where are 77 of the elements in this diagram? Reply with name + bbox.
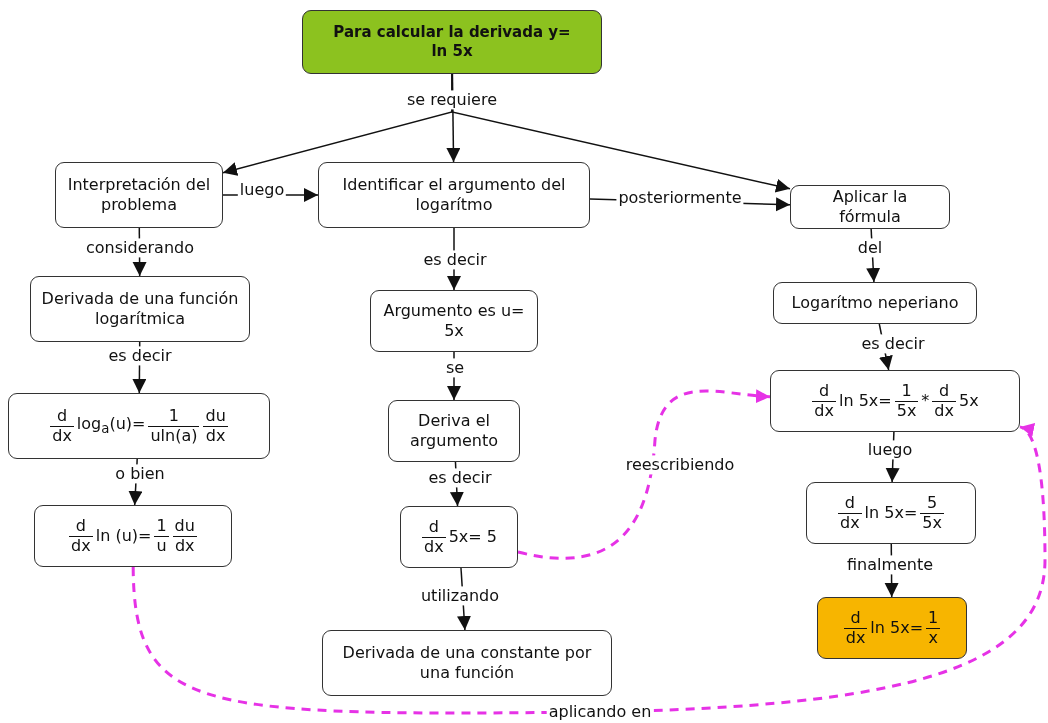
fraction-numerator: d: [50, 407, 74, 427]
fraction-numerator: d: [843, 609, 868, 629]
edge-label: es decir: [426, 468, 494, 488]
concept-box: [30, 276, 250, 342]
fraction-denominator: dx: [173, 536, 196, 555]
fraction-denominator: dx: [844, 628, 867, 647]
formula-text: ln 5x=: [870, 618, 924, 638]
formula-text: ln 5x=: [838, 391, 892, 411]
formula-text: *: [921, 391, 930, 411]
fraction-denominator: dx: [813, 401, 835, 420]
formula-box: [400, 506, 518, 568]
concept-text: Identificar el argumento del logarítmo: [341, 175, 567, 215]
edge-label: o bien: [113, 464, 167, 484]
concept-box: [790, 185, 950, 229]
concept-box: [322, 630, 612, 696]
fraction-numerator: d: [422, 518, 446, 538]
formula-text: log$_{a}$(u)=: [76, 414, 146, 438]
fraction-numerator: 5: [920, 494, 944, 514]
concept-box: [388, 400, 520, 462]
fraction-denominator: dx: [423, 537, 445, 556]
fraction-numerator: d: [932, 382, 956, 402]
edge-label: utilizando: [419, 586, 501, 606]
edge-label: finalmente: [844, 555, 936, 575]
formula-box: [817, 597, 967, 659]
arrow: [451, 73, 791, 193]
fraction-numerator: d: [838, 494, 862, 514]
edge-label: se: [443, 358, 467, 378]
formula-text: ln 5x=: [864, 503, 918, 523]
fraction-denominator: dx: [70, 536, 92, 555]
concept-text: Para calcular la derivada y= ln 5x: [333, 23, 571, 61]
concept-text: Logarítmo neperiano: [791, 293, 959, 313]
fraction-denominator: x: [927, 628, 939, 647]
concept-text: Derivada de una constante por una función: [341, 643, 593, 683]
formula-box: [34, 505, 232, 567]
edge-label: considerando: [84, 238, 196, 258]
fraction-numerator: 1: [926, 609, 941, 629]
concept-text: Derivada de una función logarítmica: [41, 289, 239, 329]
fraction-denominator: 5x: [921, 513, 943, 532]
edge-label: posteriormente: [616, 188, 744, 208]
formula-text: 5x: [959, 391, 979, 411]
formula-text: ln (u)=: [95, 526, 152, 546]
fraction-numerator: du: [203, 407, 228, 427]
fraction-denominator: uln(a): [149, 426, 199, 445]
formula-text: 5x= 5: [448, 527, 497, 547]
fraction-numerator: 1: [154, 517, 169, 537]
fraction-denominator: dx: [839, 513, 861, 532]
fraction-numerator: du: [172, 517, 197, 537]
fraction-denominator: dx: [51, 426, 73, 445]
concept-box: [302, 10, 602, 74]
concept-box: [55, 162, 223, 228]
dashed-arrow: [131, 425, 1047, 715]
edge-label: se requiere: [405, 90, 499, 110]
edge-label: luego: [237, 180, 287, 200]
concept-box: [773, 282, 977, 324]
formula-box: [770, 370, 1020, 432]
fraction-denominator: dx: [933, 401, 955, 420]
fraction-denominator: u: [155, 536, 168, 555]
fraction-numerator: d: [812, 382, 836, 402]
fraction-denominator: dx: [204, 426, 227, 445]
arrow: [447, 351, 461, 401]
concept-text: Deriva el argumento: [409, 411, 499, 451]
concept-text: Argumento es u= 5x: [382, 301, 526, 341]
edge-label: es decir: [106, 346, 174, 366]
concept-text: Aplicar la fórmula: [831, 187, 909, 227]
fraction-numerator: 1: [894, 382, 919, 402]
formula-box: [806, 482, 976, 544]
concept-text: Interpretación del problema: [66, 175, 212, 215]
edge-label: aplicando en: [546, 702, 654, 722]
dashed-arrow: [517, 388, 771, 560]
concept-box: [318, 162, 590, 228]
edge-label: es decir: [421, 250, 489, 270]
fraction-denominator: 5x: [895, 401, 918, 420]
concept-box: [370, 290, 538, 352]
fraction-numerator: 1: [148, 407, 200, 427]
fraction-numerator: d: [69, 517, 93, 537]
formula-box: [8, 393, 270, 459]
edge-label: es decir: [859, 334, 927, 354]
